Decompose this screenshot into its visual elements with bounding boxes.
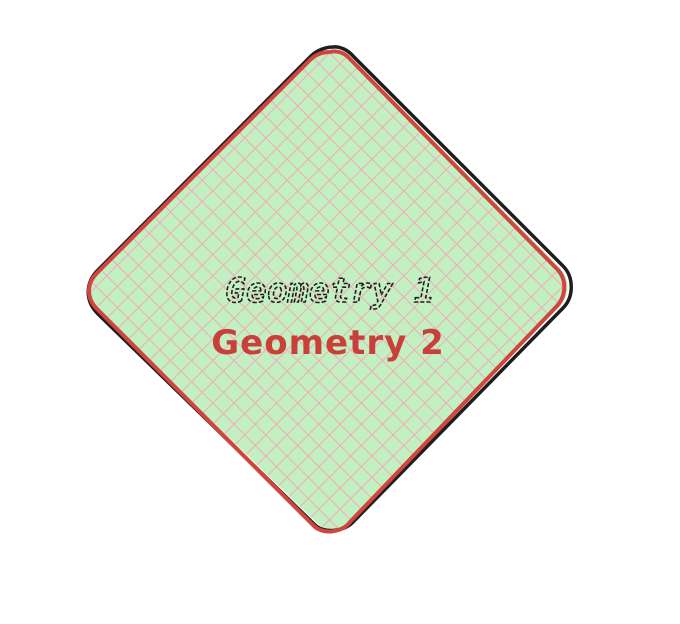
diamond-node[interactable]: Geometry 1 Geometry 2 (60, 30, 600, 550)
diamond-outer-stroke (87, 49, 567, 534)
diamond-label-1: Geometry 1 (225, 271, 435, 311)
diamond-label-2: Geometry 2 (211, 323, 445, 363)
